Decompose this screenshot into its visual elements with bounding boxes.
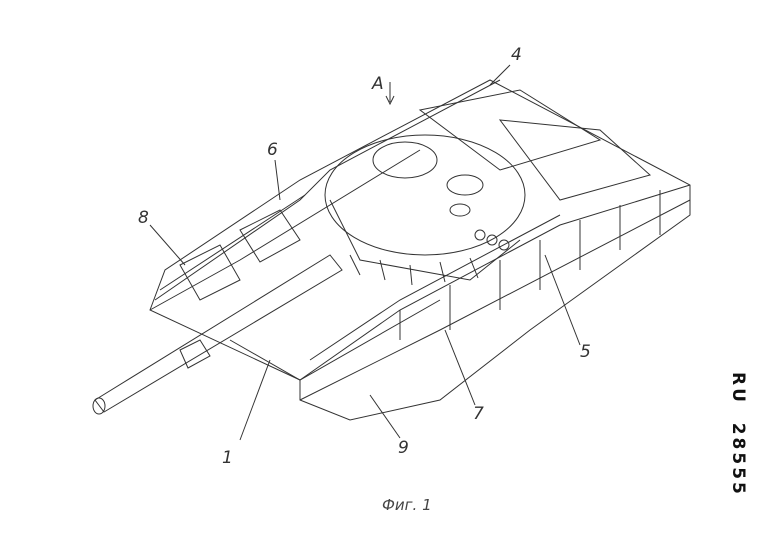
view-marker-a: A — [372, 74, 384, 94]
label-5: 5 — [580, 342, 591, 362]
label-4: 4 — [511, 45, 522, 65]
label-6: 6 — [267, 140, 278, 160]
label-7: 7 — [473, 404, 484, 424]
turret — [324, 134, 526, 286]
label-1: 1 — [222, 448, 233, 468]
label-9: 9 — [398, 438, 409, 458]
hull — [149, 79, 691, 421]
patent-number: RU 28555 — [728, 372, 748, 497]
gun-barrel — [92, 254, 343, 415]
armor-panels-right — [299, 89, 691, 381]
armor-panels-left — [154, 79, 501, 301]
leader-lines — [149, 64, 581, 441]
figure-caption: Фиг. 1 — [382, 496, 432, 514]
label-8: 8 — [138, 208, 149, 228]
